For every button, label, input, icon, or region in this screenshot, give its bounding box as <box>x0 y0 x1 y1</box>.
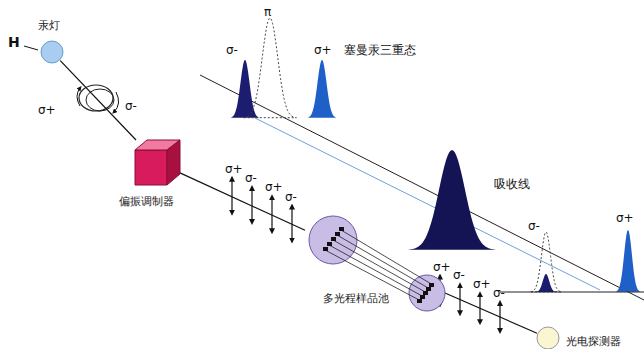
lamp-node: 汞灯 <box>40 40 64 64</box>
beam-line <box>180 173 305 230</box>
sigma-minus-outline <box>531 232 562 292</box>
spectrum-label: σ+ <box>616 212 634 225</box>
pi-peak <box>244 18 297 118</box>
cell-node: 多光程样品池 <box>305 215 445 310</box>
spot <box>323 247 328 251</box>
spot <box>429 283 434 287</box>
spectrum-label: σ- <box>285 191 297 204</box>
field-symbol: H <box>8 35 20 50</box>
spectrum-label: σ- <box>493 287 505 300</box>
polarization-arrow <box>271 197 272 231</box>
spectrum-label: 吸收线 <box>494 178 530 191</box>
spectrum-label: σ+ <box>473 278 491 291</box>
spectrum-label: σ- <box>226 44 238 57</box>
baseline <box>500 292 644 293</box>
spot <box>420 295 425 299</box>
plane-line-blue <box>255 118 600 290</box>
sigma-minus-absorbed <box>535 274 557 292</box>
node-label: 汞灯 <box>38 18 60 33</box>
beam-line <box>445 293 537 333</box>
spectrum-label: σ+ <box>314 44 332 57</box>
spectrum-label: σ+ <box>225 163 243 176</box>
sigma-plus-output <box>615 230 641 292</box>
node-label: 多光程样品池 <box>323 291 389 306</box>
spot <box>426 287 431 291</box>
node-label: 光电探测器 <box>566 334 621 349</box>
beam-line <box>60 61 136 140</box>
spectrum-label: σ- <box>125 100 137 113</box>
spot <box>339 227 344 231</box>
spectrum-label: σ- <box>528 220 540 233</box>
rotation-arrow <box>114 92 119 112</box>
detector-node: 光电探测器 <box>536 326 560 349</box>
plane-line <box>200 75 644 300</box>
cube-side <box>167 140 180 185</box>
lamp-shape <box>40 40 64 64</box>
polarization-arrow <box>251 188 252 222</box>
rotation-arrow <box>77 88 80 106</box>
cube-shape <box>135 140 180 185</box>
spot <box>417 299 422 303</box>
sigma-minus-peak <box>230 60 261 118</box>
spectrum-label: σ- <box>245 172 257 185</box>
multipass-ray <box>341 230 433 285</box>
multipass-ray <box>337 235 430 289</box>
spectrum-label: π <box>264 6 271 19</box>
spot <box>335 232 340 236</box>
lamp-bulb <box>41 41 63 63</box>
absorption-line <box>408 150 496 250</box>
spectrum-label: σ+ <box>265 181 283 194</box>
cube-node: 偏振调制器 <box>135 140 180 185</box>
multipass-ray <box>333 240 427 293</box>
detector-shape <box>536 326 560 349</box>
polarization-arrow <box>231 179 232 213</box>
spot <box>423 291 428 295</box>
spectrum-label: σ- <box>453 269 465 282</box>
cube-front <box>135 150 167 185</box>
spectrum-label: 塞曼汞三重态 <box>344 44 416 57</box>
spectrum-label: σ+ <box>433 261 451 274</box>
spot <box>331 237 336 241</box>
detector-circle <box>537 327 559 349</box>
spot <box>327 242 332 246</box>
field-line <box>24 46 38 50</box>
spectrum-label: σ+ <box>38 104 56 117</box>
node-label: 偏振调制器 <box>119 194 174 209</box>
sigma-plus-peak <box>307 60 338 118</box>
